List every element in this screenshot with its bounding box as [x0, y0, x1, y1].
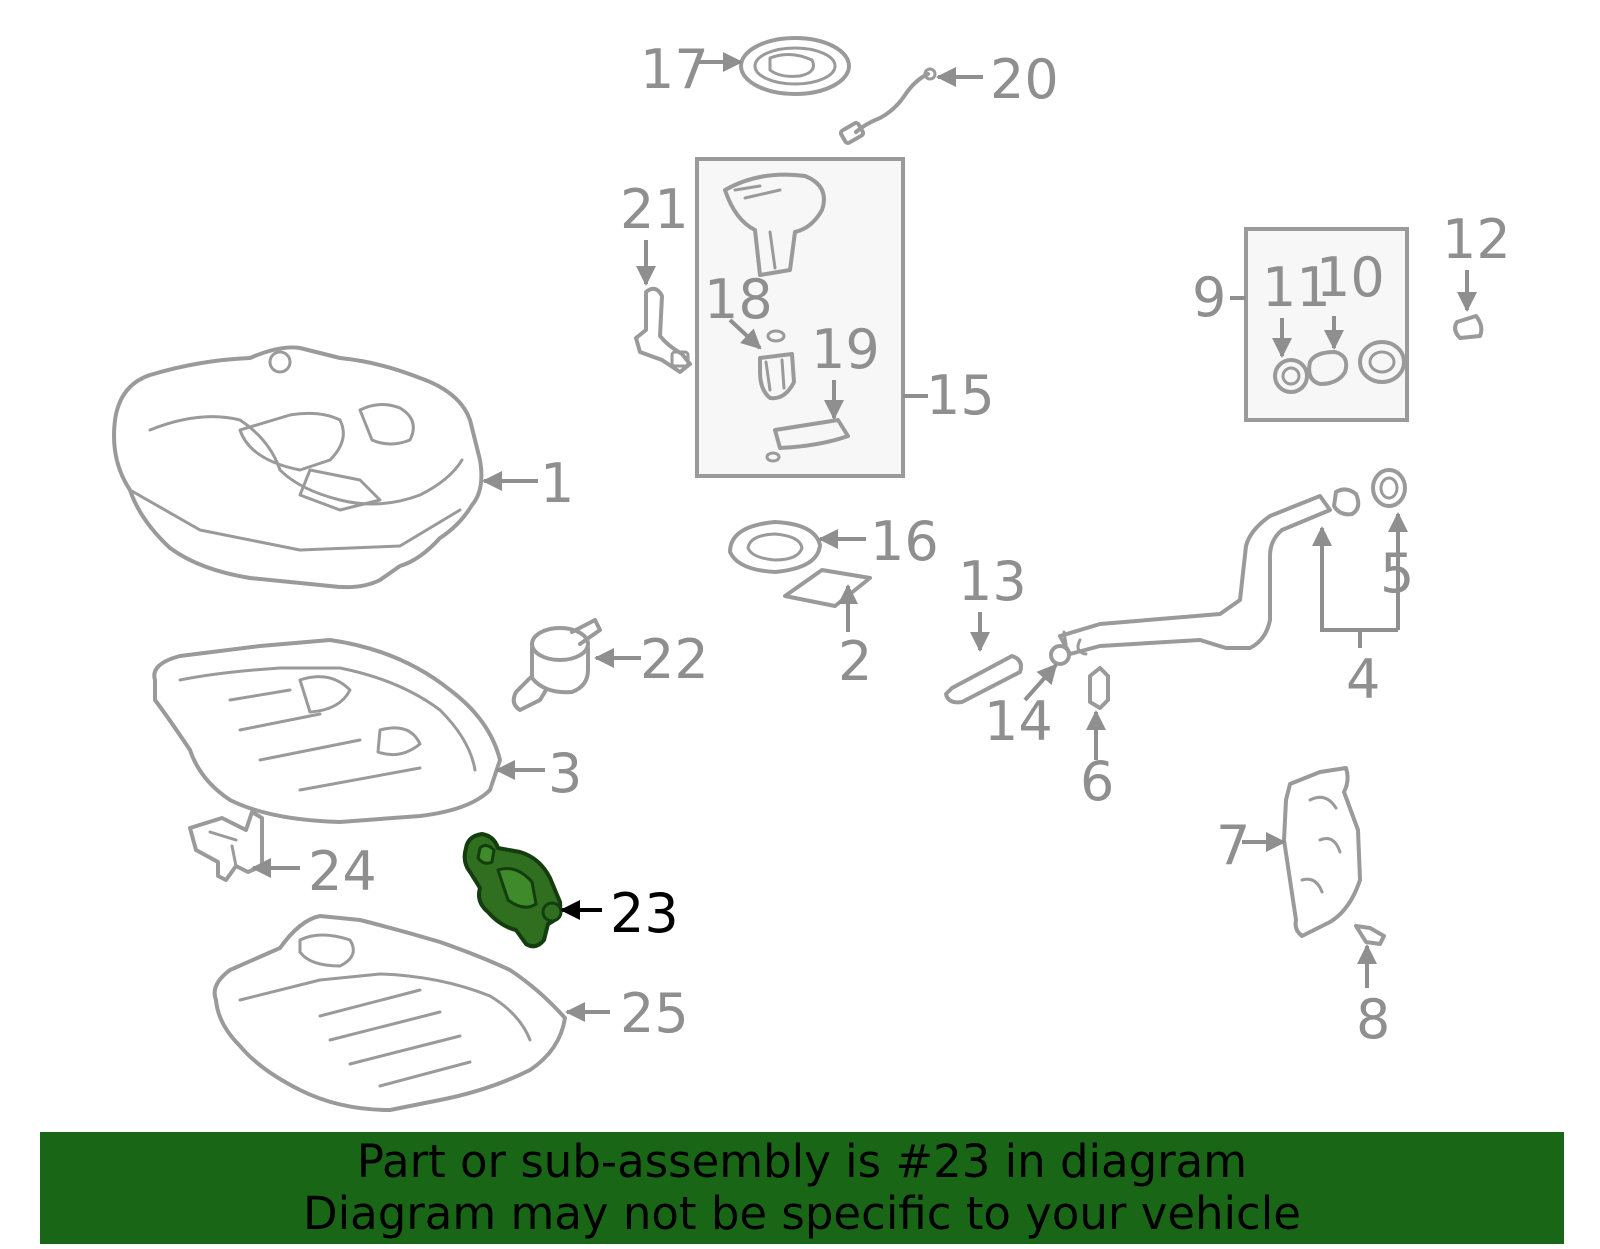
callout-11: 11 — [1262, 256, 1331, 319]
part-4-filler-pipe — [1058, 487, 1361, 656]
banner-line-1: Part or sub-assembly is #23 in diagram — [356, 1135, 1248, 1188]
callout-13: 13 — [958, 550, 1027, 613]
callout-9: 9 — [1192, 266, 1226, 329]
part-16-ring — [728, 520, 822, 574]
part-23-highlighted — [462, 832, 563, 949]
callout-7: 7 — [1216, 814, 1250, 877]
callout-14: 14 — [984, 690, 1053, 753]
callout-5: 5 — [1380, 542, 1414, 605]
part-18-pump-filter — [758, 329, 796, 401]
part-8-clip — [1354, 924, 1386, 946]
callout-24: 24 — [308, 840, 377, 903]
callout-25: 25 — [620, 982, 689, 1045]
box-15-pump-assembly — [695, 157, 905, 478]
callout-8: 8 — [1356, 988, 1390, 1051]
part-24-bracket — [188, 810, 264, 882]
part-6-valve — [1088, 666, 1110, 710]
callout-3: 3 — [548, 742, 582, 805]
part-5-ring — [1371, 468, 1407, 508]
callout-2: 2 — [838, 630, 872, 693]
callout-21: 21 — [620, 178, 689, 241]
part-11-cap — [1273, 358, 1309, 394]
part-1-fuel-tank — [112, 345, 484, 590]
callout-23: 23 — [610, 882, 679, 945]
info-banner: Part or sub-assembly is #23 in diagram D… — [40, 1132, 1564, 1244]
part-19-bracket — [765, 418, 850, 463]
part-21-sensor — [634, 286, 692, 374]
callout-12: 12 — [1442, 208, 1511, 271]
part-25-skid-plate — [212, 914, 567, 1112]
part-7-shield — [1282, 766, 1362, 938]
part-12-plug — [1453, 314, 1484, 340]
callout-1: 1 — [540, 452, 574, 515]
callout-17: 17 — [640, 38, 709, 101]
part-13-hose — [944, 654, 1023, 705]
part-22-canister — [511, 618, 602, 712]
callout-10: 10 — [1316, 246, 1385, 309]
part-2-pad — [783, 568, 872, 608]
callout-labels: 17 20 21 18 19 15 9 11 10 12 1 16 2 13 1… — [308, 38, 1511, 1051]
callout-15: 15 — [926, 364, 995, 427]
callout-6: 6 — [1080, 750, 1114, 813]
part-3-protector — [152, 638, 502, 824]
callout-4: 4 — [1346, 648, 1380, 711]
part-20-wire — [838, 67, 937, 145]
box-9-cap-group — [1244, 227, 1409, 422]
callout-19: 19 — [811, 318, 880, 381]
part-15-pump-unit — [723, 172, 826, 277]
part-17-cover-plate — [739, 36, 851, 96]
callout-16: 16 — [870, 510, 939, 573]
callout-22: 22 — [640, 628, 709, 691]
part-10-gasket — [1307, 340, 1406, 386]
banner-line-2: Diagram may not be specific to your vehi… — [303, 1187, 1301, 1240]
leader-lines — [251, 52, 1477, 1022]
callout-20: 20 — [990, 48, 1059, 111]
callout-18: 18 — [704, 268, 773, 331]
